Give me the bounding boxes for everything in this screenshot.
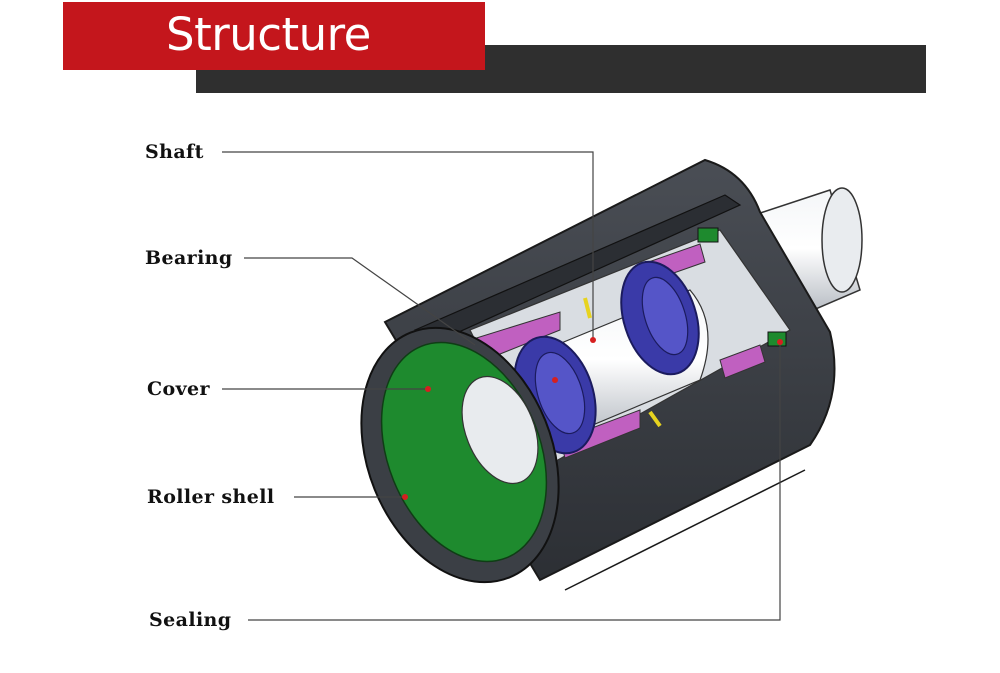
label-cover: Cover	[147, 378, 210, 400]
label-bearing: Bearing	[145, 247, 233, 269]
dot-bearing	[552, 377, 558, 383]
leader-shaft	[222, 151, 594, 340]
leader-sealing	[248, 342, 781, 621]
label-sealing: Sealing	[149, 609, 232, 631]
leader-bearing	[244, 257, 476, 346]
label-shaft: Shaft	[145, 141, 204, 163]
cutaway-interior	[469, 227, 791, 471]
header-red-box	[63, 2, 485, 70]
dot-shaft	[590, 337, 596, 343]
leader-lines	[222, 151, 781, 621]
roller-front-face	[360, 326, 560, 584]
dot-roller-shell	[402, 494, 408, 500]
page-title: Structure	[166, 8, 371, 61]
label-roller-shell: Roller shell	[147, 486, 275, 508]
dot-sealing	[777, 339, 783, 345]
dot-cover	[425, 386, 431, 392]
leader-dots	[402, 337, 783, 500]
